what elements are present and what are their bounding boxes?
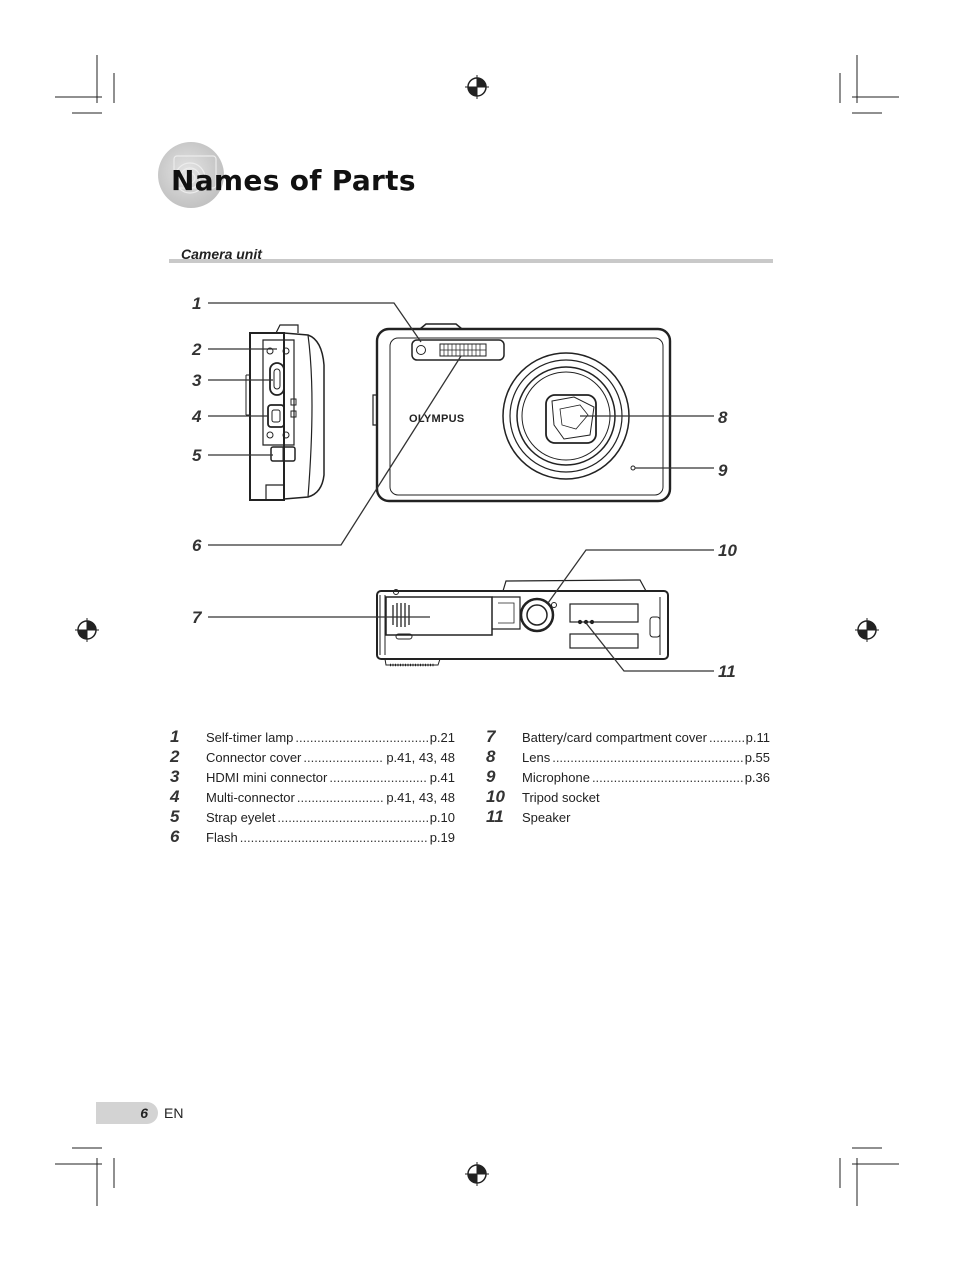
part-number: 10: [486, 787, 505, 806]
callout-10: 10: [718, 541, 737, 560]
page-reference: p.36: [744, 770, 770, 785]
page-reference: p.19: [429, 830, 455, 845]
part-number: 6: [170, 827, 180, 846]
part-label: Connector cover: [206, 750, 302, 765]
registration-mark-icon: [75, 618, 99, 642]
leader-dots: [709, 730, 744, 745]
part-number: 7: [486, 727, 496, 746]
chapter-camera-icon: [158, 142, 224, 208]
page-reference: p.41: [429, 770, 455, 785]
parts-list-left: 1 Self-timer lamp p.21 2 Connector cover…: [168, 727, 455, 847]
page-reference: p.41, 43, 48: [386, 790, 455, 805]
part-number: 8: [486, 747, 496, 766]
callout-8: 8: [718, 408, 728, 427]
list-item: 10 Tripod socket: [484, 787, 770, 807]
callout-3: 3: [192, 371, 202, 390]
page-footer: 6 EN: [96, 1102, 256, 1124]
callout-9: 9: [718, 461, 728, 480]
language-code: EN: [164, 1105, 184, 1121]
registration-mark-icon: [465, 75, 489, 99]
page-number-tab: 6: [96, 1102, 158, 1124]
section-title: Camera unit: [181, 246, 262, 262]
list-item: 11 Speaker: [484, 807, 770, 827]
brand-logo: OLYMPUS: [409, 413, 464, 425]
list-item: 1 Self-timer lamp p.21: [168, 727, 455, 747]
page-title: Names of Parts: [171, 164, 416, 197]
part-label: Tripod socket: [522, 790, 600, 805]
part-label: Flash: [206, 830, 238, 845]
page-number: 6: [140, 1105, 148, 1121]
list-item: 5 Strap eyelet p.10: [168, 807, 455, 827]
camera-side-view: [245, 324, 325, 501]
part-number: 9: [486, 767, 496, 786]
page-reference: p.41, 43, 48: [386, 750, 455, 765]
parts-list-right: 7 Battery/card compartment cover p.11 8 …: [484, 727, 770, 827]
registration-mark-icon: [855, 618, 879, 642]
callout-4: 4: [191, 407, 202, 426]
callout-2: 2: [191, 340, 202, 359]
leader-dots: [592, 770, 743, 785]
part-label: Lens: [522, 750, 551, 765]
callout-1: 1: [192, 294, 201, 313]
part-label: Microphone: [522, 770, 590, 785]
page-reference: p.21: [429, 730, 455, 745]
camera-diagram: OLYMPUS: [191, 294, 737, 681]
callout-11: 11: [718, 662, 736, 681]
page-reference: p.11: [745, 730, 770, 745]
list-item: 3 HDMI mini connector p.41: [168, 767, 455, 787]
list-item: 6 Flash p.19: [168, 827, 455, 847]
callout-6: 6: [192, 536, 202, 555]
callout-leaders: [208, 302, 714, 672]
leader-dots: [303, 750, 384, 765]
part-number: 5: [170, 807, 180, 826]
part-number: 11: [486, 807, 504, 826]
leader-dots: [277, 810, 427, 825]
section-header: Camera unit: [169, 246, 773, 264]
list-item: 2 Connector cover p.41, 43, 48: [168, 747, 455, 767]
part-label: Speaker: [522, 810, 571, 825]
camera-bottom-view: [376, 579, 669, 667]
list-item: 8 Lens p.55: [484, 747, 770, 767]
part-label: Battery/card compartment cover: [522, 730, 707, 745]
section-divider: [169, 259, 773, 263]
callout-5: 5: [192, 446, 202, 465]
leader-dots: [297, 790, 384, 805]
list-item: 9 Microphone p.36: [484, 767, 770, 787]
title-block: Names of Parts: [158, 142, 578, 212]
part-number: 3: [170, 767, 180, 786]
callout-7: 7: [192, 608, 203, 627]
leader-dots: [552, 750, 742, 765]
part-number: 2: [170, 747, 180, 766]
registration-mark-icon: [465, 1162, 489, 1186]
leader-dots: [295, 730, 427, 745]
part-number: 4: [170, 787, 180, 806]
page-reference: p.55: [744, 750, 770, 765]
page-reference: p.10: [429, 810, 455, 825]
part-label: HDMI mini connector: [206, 770, 328, 785]
leader-dots: [329, 770, 427, 785]
camera-front-view: OLYMPUS: [372, 323, 672, 503]
part-number: 1: [170, 727, 180, 746]
list-item: 4 Multi-connector p.41, 43, 48: [168, 787, 455, 807]
part-label: Multi-connector: [206, 790, 295, 805]
part-label: Strap eyelet: [206, 810, 276, 825]
leader-dots: [240, 830, 428, 845]
list-item: 7 Battery/card compartment cover p.11: [484, 727, 770, 747]
part-label: Self-timer lamp: [206, 730, 294, 745]
